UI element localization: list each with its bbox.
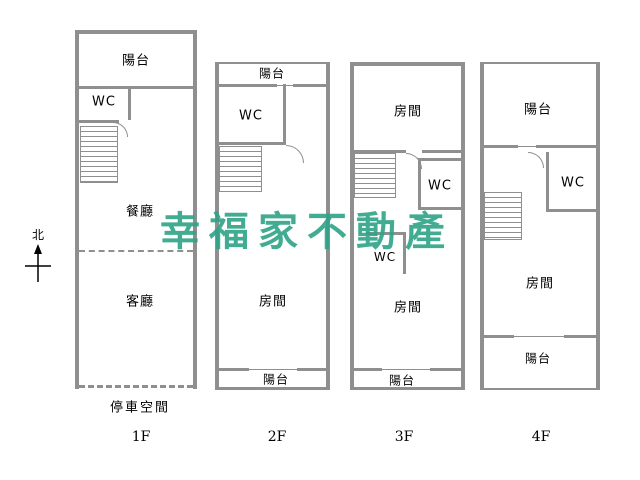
- wall-segment: [219, 142, 286, 145]
- room-label-balcony-1f: 陽台: [121, 53, 151, 69]
- room-label-room-bottom-3f: 房間: [393, 300, 423, 316]
- floor-caption-1f: 1F: [131, 429, 151, 445]
- room-label-living-1f: 客廳: [125, 294, 155, 310]
- room-label-wc-upper-3f: WC: [428, 178, 452, 194]
- wall-segment: [422, 150, 461, 153]
- stairs: [484, 192, 522, 240]
- wall-segment: [366, 232, 406, 235]
- wall-segment: [418, 158, 421, 210]
- north-label: 北: [31, 228, 44, 242]
- wall-segment: [536, 145, 596, 148]
- door-arc: [286, 145, 304, 163]
- room-label-wc-1f: WC: [92, 94, 116, 110]
- stairs: [80, 126, 118, 183]
- wall-segment: [79, 86, 193, 89]
- wall-segment: [297, 368, 326, 371]
- room-label-balcony-top-2f: 陽台: [258, 66, 286, 81]
- floor-caption-4f: 4F: [531, 429, 551, 445]
- floor-caption-2f: 2F: [267, 429, 287, 445]
- wall-segment: [418, 207, 461, 210]
- wall-segment: [484, 145, 518, 148]
- wall-segment: [219, 368, 249, 371]
- room-label-wc-lower-3f: WC: [373, 250, 397, 264]
- dashed-boundary: [79, 385, 193, 388]
- window-line: [382, 369, 430, 370]
- room-label-wc-2f: WC: [239, 108, 263, 124]
- north-indicator: 北: [18, 226, 58, 282]
- wall-segment: [354, 368, 382, 371]
- room-label-room-4f: 房間: [525, 276, 555, 292]
- wall-segment: [430, 368, 461, 371]
- floor-unit-3f: 房間 WC WC 房間 陽台: [350, 62, 465, 390]
- room-label-room-top-3f: 房間: [393, 104, 423, 120]
- stairs: [219, 146, 262, 192]
- dashed-boundary: [79, 250, 193, 252]
- room-label-balcony-bottom-3f: 陽台: [388, 373, 416, 388]
- floor-caption-3f: 3F: [394, 429, 414, 445]
- wall-segment: [79, 120, 119, 123]
- room-label-wc-4f: WC: [561, 175, 585, 191]
- window-line: [518, 146, 536, 147]
- wall-segment: [128, 86, 131, 120]
- window-line: [249, 369, 297, 370]
- wall-segment: [418, 158, 461, 161]
- wall-segment: [484, 335, 514, 338]
- room-label-room-2f: 房間: [258, 294, 288, 310]
- room-label-balcony-bottom-4f: 陽台: [524, 351, 552, 366]
- wall-segment: [283, 84, 286, 145]
- wall-segment: [564, 335, 596, 338]
- window-line: [514, 336, 564, 337]
- wall-segment: [546, 209, 596, 212]
- wall-segment: [546, 152, 549, 212]
- door-arc: [528, 152, 544, 168]
- floor-unit-4f: 陽台 WC 房間 陽台: [480, 62, 600, 390]
- wall-segment: [403, 232, 406, 274]
- floor-unit-2f: 陽台 WC 房間 陽台: [215, 62, 330, 390]
- wall-segment: [354, 150, 406, 153]
- wall-segment: [293, 84, 326, 87]
- watermark: 幸福家不動產: [160, 208, 454, 255]
- floor-unit-1f: 陽台 WC 餐廳 客廳: [75, 30, 197, 389]
- room-label-balcony-top-4f: 陽台: [523, 102, 553, 118]
- parking-label: 停車空間: [109, 400, 171, 416]
- north-arrow-icon: [25, 244, 51, 282]
- stairs: [354, 153, 396, 198]
- wall-segment: [219, 84, 277, 87]
- room-label-balcony-bottom-2f: 陽台: [262, 372, 290, 387]
- room-label-dining-1f: 餐廳: [125, 204, 155, 220]
